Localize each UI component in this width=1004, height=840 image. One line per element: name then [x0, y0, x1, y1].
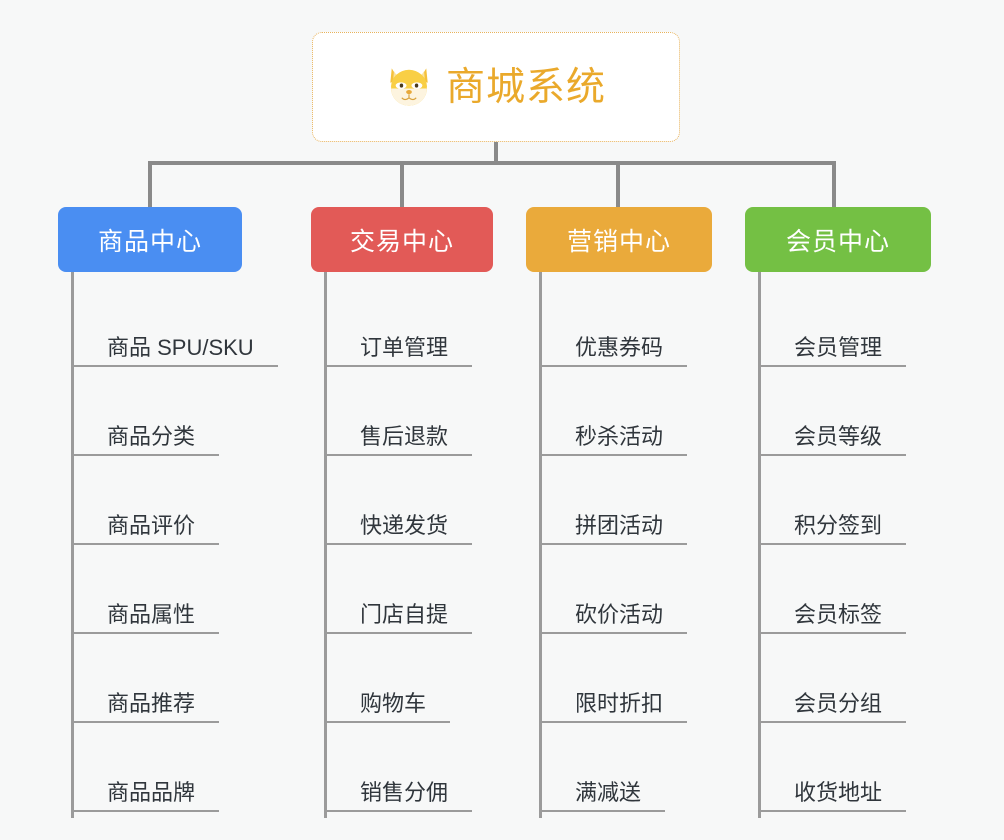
connector-drop-1: [148, 161, 152, 207]
leaf-label: 优惠券码: [542, 335, 688, 367]
leaf-label: 收货地址: [761, 780, 907, 812]
root-node[interactable]: 商城系统: [312, 32, 680, 142]
branch-node-member-center[interactable]: 会员中心: [745, 207, 931, 272]
leaf-item[interactable]: 收货地址: [761, 729, 907, 818]
leaf-label: 购物车: [327, 691, 451, 723]
leaf-label: 商品 SPU/SKU: [74, 335, 278, 367]
root-title: 商城系统: [445, 65, 606, 109]
leaf-column-product-center: 商品 SPU/SKU 商品分类 商品评价 商品属性 商品推荐 商品品牌: [71, 272, 278, 818]
branch-node-marketing-center[interactable]: 营销中心: [526, 207, 712, 272]
leaf-item[interactable]: 商品评价: [74, 462, 278, 551]
leaf-item[interactable]: 会员等级: [761, 373, 907, 462]
connector-horizontal-bus: [148, 161, 836, 165]
leaf-label: 拼团活动: [542, 513, 688, 545]
leaf-item[interactable]: 售后退款: [327, 373, 473, 462]
leaf-label: 会员标签: [761, 602, 907, 634]
leaf-label: 商品属性: [74, 602, 220, 634]
leaf-item[interactable]: 销售分佣: [327, 729, 473, 818]
leaf-item[interactable]: 商品分类: [74, 373, 278, 462]
leaf-label: 门店自提: [327, 602, 473, 634]
leaf-column-marketing-center: 优惠券码 秒杀活动 拼团活动 砍价活动 限时折扣 满减送: [539, 272, 688, 818]
leaf-item[interactable]: 秒杀活动: [542, 373, 688, 462]
leaf-item[interactable]: 优惠券码: [542, 284, 688, 373]
leaf-item[interactable]: 商品品牌: [74, 729, 278, 818]
leaf-item[interactable]: 商品 SPU/SKU: [74, 284, 278, 373]
leaf-label: 积分签到: [761, 513, 907, 545]
leaf-label: 销售分佣: [327, 780, 473, 812]
leaf-item[interactable]: 限时折扣: [542, 640, 688, 729]
leaf-column-trade-center: 订单管理 售后退款 快递发货 门店自提 购物车 销售分佣: [324, 272, 473, 818]
leaf-item[interactable]: 砍价活动: [542, 551, 688, 640]
leaf-item[interactable]: 会员管理: [761, 284, 907, 373]
branch-label: 商品中心: [97, 227, 202, 256]
leaf-item[interactable]: 满减送: [542, 729, 687, 818]
leaf-label: 会员管理: [761, 335, 907, 367]
branch-label: 会员中心: [785, 227, 890, 256]
leaf-label: 商品品牌: [74, 780, 220, 812]
leaf-item[interactable]: 会员分组: [761, 640, 907, 729]
leaf-item[interactable]: 积分签到: [761, 462, 907, 551]
leaf-label: 满减送: [542, 780, 666, 812]
leaf-label: 售后退款: [327, 424, 473, 456]
connector-drop-4: [832, 161, 836, 207]
leaf-label: 会员分组: [761, 691, 907, 723]
branch-label: 交易中心: [349, 227, 454, 256]
leaf-label: 商品分类: [74, 424, 220, 456]
connector-drop-2: [400, 161, 404, 207]
leaf-label: 会员等级: [761, 424, 907, 456]
leaf-item[interactable]: 商品推荐: [74, 640, 278, 729]
leaf-item[interactable]: 快递发货: [327, 462, 473, 551]
leaf-item[interactable]: 购物车: [327, 640, 472, 729]
leaf-label: 商品评价: [74, 513, 220, 545]
connector-root-stem: [494, 142, 498, 163]
leaf-label: 订单管理: [327, 335, 473, 367]
leaf-label: 秒杀活动: [542, 424, 688, 456]
leaf-column-member-center: 会员管理 会员等级 积分签到 会员标签 会员分组 收货地址: [758, 272, 907, 818]
branch-label: 营销中心: [566, 227, 671, 256]
branch-node-trade-center[interactable]: 交易中心: [311, 207, 493, 272]
leaf-item[interactable]: 商品属性: [74, 551, 278, 640]
branch-node-product-center[interactable]: 商品中心: [58, 207, 242, 272]
leaf-label: 砍价活动: [542, 602, 688, 634]
leaf-item[interactable]: 订单管理: [327, 284, 473, 373]
leaf-label: 限时折扣: [542, 691, 688, 723]
leaf-item[interactable]: 拼团活动: [542, 462, 688, 551]
shiba-dog-face-icon: [390, 68, 428, 106]
connector-drop-3: [616, 161, 620, 207]
leaf-label: 商品推荐: [74, 691, 220, 723]
leaf-item[interactable]: 门店自提: [327, 551, 473, 640]
leaf-label: 快递发货: [327, 513, 473, 545]
leaf-item[interactable]: 会员标签: [761, 551, 907, 640]
